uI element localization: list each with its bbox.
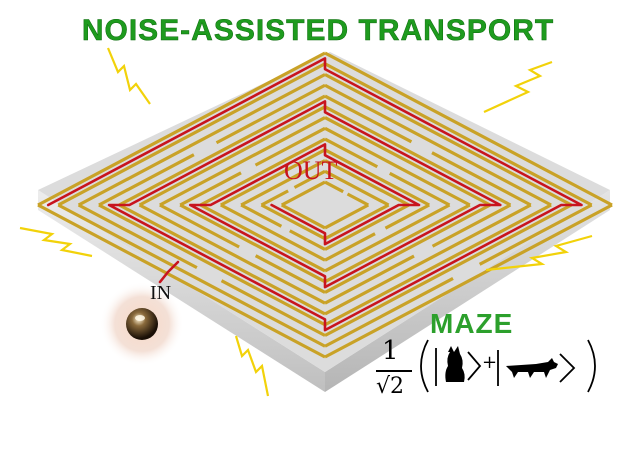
entrance-orb-icon: [126, 308, 158, 340]
maze-wall-segment: [324, 203, 491, 294]
maze-wall-segment: [179, 171, 242, 207]
maze-wall-segment: [324, 116, 491, 207]
lightning-bolt-icon: [485, 234, 593, 272]
maze-wall-segment: [324, 203, 613, 359]
maze-wall-segment: [289, 229, 326, 251]
maze-wall-segment: [179, 203, 326, 284]
lightning-bolt-icon: [106, 47, 151, 105]
maze-wall-segment: [324, 62, 593, 207]
maze-side-left: [38, 190, 325, 392]
maze-walls: [37, 51, 613, 359]
lightning-bolt-icon: [483, 60, 553, 114]
maze-wall-segment: [199, 203, 326, 273]
maze-wall-segment: [240, 159, 326, 207]
maze-wall-segment: [37, 203, 326, 359]
maze-wall-segment: [37, 51, 326, 207]
maze-wall-segment: [324, 232, 376, 262]
maze-side-right: [325, 190, 610, 392]
maze-wall-segment: [324, 277, 454, 348]
maze-wall-segment: [324, 83, 552, 207]
lightning-bolt-icon: [19, 226, 93, 258]
entrance-orb-highlight: [135, 315, 145, 321]
maze-wall-segment: [324, 51, 613, 207]
page-title: NOISE-ASSISTED TRANSPORT: [81, 14, 555, 48]
lightning-bolt-icon: [234, 335, 270, 397]
maze-wall-segment: [324, 105, 512, 207]
fraction-bar: [376, 370, 412, 372]
maze-wall-segment: [324, 169, 390, 207]
maze-wall-segment: [324, 254, 415, 305]
maze-solution-segment: [46, 57, 583, 332]
superposition-formula-drawing: [420, 339, 596, 393]
maze-wall-segment: [384, 203, 430, 230]
maze-wall-segment: [388, 171, 451, 207]
maze-wall-segment: [324, 203, 390, 241]
maze-wall-segment: [324, 126, 471, 207]
maze-solution-path: [46, 57, 583, 332]
maze-label: MAZE: [430, 308, 514, 339]
maze-wall-segment: [280, 203, 326, 230]
fraction-denominator: √2: [376, 374, 405, 399]
maze-wall-segment: [324, 203, 573, 337]
maze-wall-segment: [77, 203, 198, 270]
plus-sign: +: [482, 352, 498, 373]
maze-entrance-path: [158, 260, 180, 284]
cat-alive-icon: [445, 346, 465, 382]
maze-wall-segment: [254, 254, 326, 294]
maze-wall-segment: [240, 203, 283, 228]
maze-wall-segment: [215, 83, 326, 145]
maze-exit-label: OUT: [284, 156, 338, 185]
maze-wall-segment: [138, 203, 326, 305]
maze-wall-segment: [260, 189, 289, 207]
maze-wall-segment: [254, 126, 326, 167]
maze-wall-segment: [324, 203, 451, 273]
maze-wall-segment: [260, 203, 326, 241]
maze-wall-segment: [220, 148, 326, 207]
maze-wall-segment: [159, 203, 240, 249]
maze-wall-segment: [280, 180, 326, 207]
maze-wall-segment: [324, 159, 410, 207]
maze-wall-segment: [324, 203, 532, 316]
maze-wall-segment: [57, 203, 326, 348]
maze-wall-segment: [118, 203, 326, 316]
maze-wall-segment: [324, 148, 430, 207]
maze-entrance-label: IN: [150, 282, 172, 304]
maze-wall-segment: [159, 116, 326, 207]
maze-wall-segment: [478, 203, 593, 266]
maze-wall-segment: [431, 151, 532, 207]
superposition-formula: 1 √2 +: [370, 330, 630, 420]
maze-floor: [38, 52, 610, 372]
maze-wall-segment: [138, 105, 326, 207]
maze-wall-segment: [220, 203, 326, 262]
maze-wall-segment: [324, 94, 413, 144]
maze-wall-segment: [431, 203, 512, 248]
maze-wall-segment: [324, 137, 379, 169]
maze-wall-segment: [346, 192, 370, 207]
maze-wall-segment: [98, 153, 195, 207]
maze-wall-segment: [98, 203, 326, 327]
maze-wall-segment: [77, 73, 326, 207]
maze-wall-segment: [199, 137, 326, 207]
maze-wall-segment: [293, 169, 326, 189]
maze-wall-segment: [57, 62, 326, 207]
maze-wall-segment: [324, 73, 573, 207]
fraction-numerator: 1: [382, 336, 399, 366]
maze-wall-segment: [118, 94, 326, 207]
maze-wall-segment: [324, 203, 552, 327]
cat-dead-icon: [506, 358, 558, 378]
maze-wall-segment: [324, 180, 344, 194]
maze-wall-segment: [220, 279, 326, 337]
maze-wall-segment: [324, 203, 410, 251]
maze-wall-segment: [324, 203, 471, 284]
maze-wall-segment: [324, 203, 370, 230]
